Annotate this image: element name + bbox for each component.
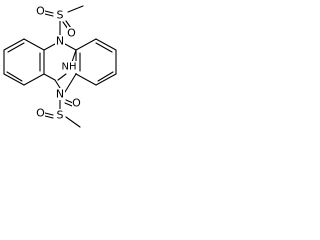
bond-left-ring-2 xyxy=(23,73,45,86)
bond-s-o-top-right xyxy=(65,20,72,29)
chemical-structure: O S O N NH N O S O xyxy=(3,5,117,128)
bond-right-ring-3 xyxy=(95,73,117,86)
bond-s-methyl-top xyxy=(67,5,84,13)
svg-text:S: S xyxy=(57,9,64,22)
bond-s-o-top-left xyxy=(44,10,54,14)
svg-text:O: O xyxy=(67,27,76,40)
bond-nh-to-top-bridge xyxy=(71,49,77,63)
bond-right-ring-double-3 xyxy=(95,42,113,53)
bond-right-ring-2 xyxy=(75,73,97,86)
atom-oxygen-bottom-left: O xyxy=(36,107,45,120)
bond-left-ring-double-3 xyxy=(7,42,25,53)
bond-left-ring-to-ch xyxy=(43,73,56,81)
bond-ch-n-bottom xyxy=(54,79,61,89)
bond-nh-to-bottom-ch xyxy=(57,73,67,81)
svg-text:O: O xyxy=(72,97,81,110)
svg-text:S: S xyxy=(57,109,64,122)
bond-left-ring-3 xyxy=(3,73,25,86)
bond-right-ring-double-2 xyxy=(97,71,114,82)
bond-left-ring-5 xyxy=(3,38,25,51)
bond-s-methyl-bottom xyxy=(65,116,81,128)
atom-sulfur-top: S xyxy=(55,9,65,22)
svg-text:N: N xyxy=(56,88,64,101)
atom-oxygen-top-left: O xyxy=(36,5,45,18)
bond-s-o-bottom-left xyxy=(44,112,54,116)
svg-text:O: O xyxy=(36,5,45,18)
bond-s-o-bottom-right-2 xyxy=(64,102,73,107)
bond-n-bridgehead-top xyxy=(64,43,77,51)
svg-text:N: N xyxy=(56,35,64,48)
bond-s-o-top-left-2 xyxy=(44,13,54,17)
bond-right-ring-5 xyxy=(95,38,117,51)
bond-n-right-ring-bottom xyxy=(64,73,77,93)
atom-nitrogen-top: N xyxy=(55,35,65,48)
atom-nitrogen-bottom: N xyxy=(55,88,65,101)
bond-left-ring-6 xyxy=(23,38,45,51)
bond-left-ring-double-2 xyxy=(6,71,23,82)
atom-oxygen-top-right: O xyxy=(67,27,76,40)
bond-s-o-bottom-right xyxy=(65,99,74,104)
atom-sulfur-bottom: S xyxy=(55,109,65,122)
atom-nh-bridge: NH xyxy=(60,61,78,73)
svg-text:O: O xyxy=(36,107,45,120)
bond-n-ring-left-top xyxy=(43,43,56,51)
atom-oxygen-bottom-right: O xyxy=(72,97,81,110)
bond-s-o-bottom-left-2 xyxy=(44,115,54,119)
bond-right-ring-6 xyxy=(75,38,97,51)
svg-text:NH: NH xyxy=(62,62,77,73)
